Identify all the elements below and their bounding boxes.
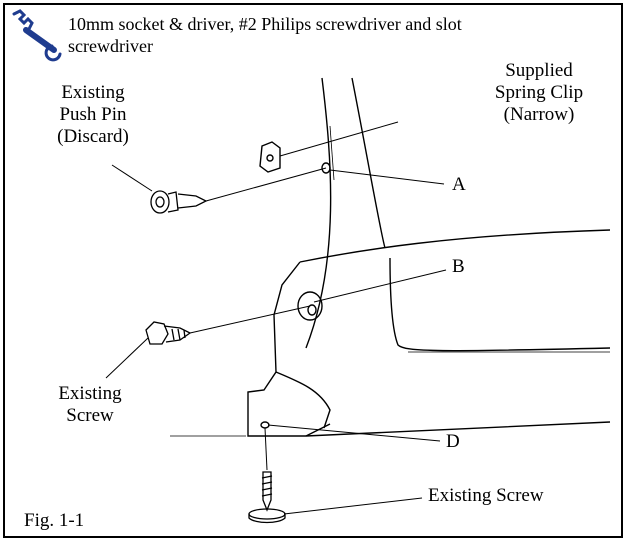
figure-frame (3, 3, 623, 538)
rocker-inner-line (275, 371, 331, 429)
push-pin (150, 190, 208, 214)
label-push-pin: Existing Push Pin (Discard) (28, 82, 158, 148)
label-existing-screw-left-line2: Screw (66, 405, 114, 426)
label-spring-clip-line1: Supplied (505, 60, 573, 81)
label-existing-screw-bottom: Existing Screw (428, 485, 544, 506)
tools-line-1: 10mm socket & driver, #2 Philips screwdr… (68, 14, 462, 34)
panel-right-curve (389, 257, 611, 352)
label-push-pin-line1: Existing (61, 82, 125, 103)
wrench-icon (12, 9, 62, 62)
label-spring-clip-line3: (Narrow) (503, 104, 575, 125)
label-push-pin-line3: (Discard) (57, 126, 129, 147)
hole-a (321, 162, 331, 174)
pillar-inner-edge (351, 77, 386, 249)
rocker-top-line (299, 229, 611, 263)
label-existing-screw-left: Existing Screw (30, 383, 150, 427)
tools-line-2: screwdriver (68, 36, 153, 56)
label-point-d: D (446, 431, 460, 452)
label-spring-clip: Supplied Spring Clip (Narrow) (474, 60, 604, 126)
spring-clip (259, 141, 281, 173)
figure-caption: Fig. 1-1 (24, 510, 85, 531)
label-spring-clip-line2: Spring Clip (494, 82, 584, 103)
grommet-b (297, 291, 323, 321)
pillar-outer-edge (305, 77, 332, 349)
existing-screw-left (145, 321, 192, 345)
tools-required-text: 10mm socket & driver, #2 Philips screwdr… (68, 13, 488, 57)
rocker-shape (247, 261, 611, 437)
hole-d (260, 421, 270, 429)
label-existing-screw-left-line1: Existing (58, 383, 122, 404)
label-point-b: B (452, 256, 465, 277)
existing-screw-bottom (248, 471, 286, 524)
label-push-pin-line2: Push Pin (59, 104, 127, 125)
label-point-a: A (452, 174, 466, 195)
